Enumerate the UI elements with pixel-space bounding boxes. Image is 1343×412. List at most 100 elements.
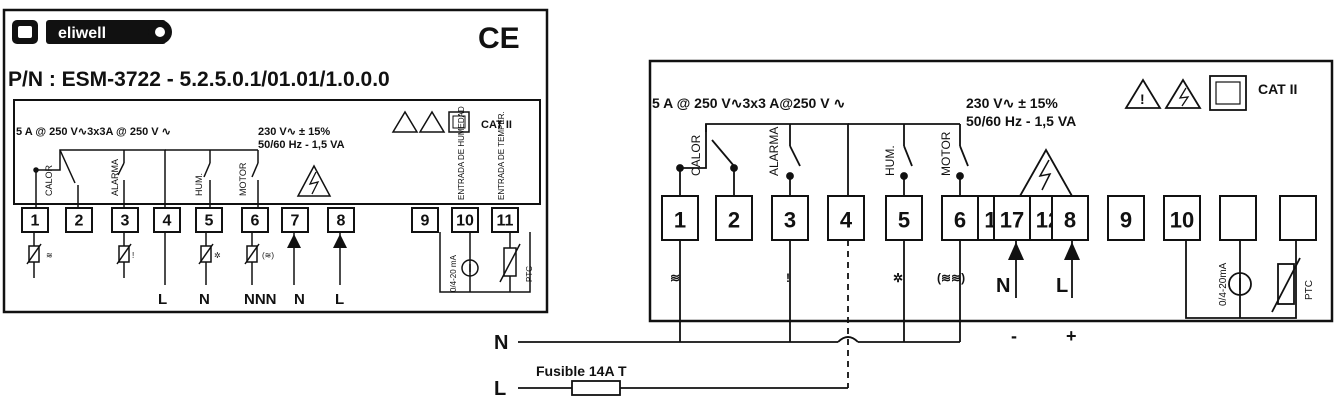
heat-load-icon: ≋ — [670, 271, 680, 285]
right-polarity-minus: - — [1011, 326, 1017, 346]
left-sensor-wiring — [439, 232, 531, 293]
left-input-label-temper: ENTRADA DE TEMPER. — [497, 111, 506, 200]
left-terminal-9: 9 — [411, 207, 439, 233]
left-high-voltage-icon — [296, 164, 332, 197]
right-relay-wiring — [676, 123, 969, 196]
right-terminal-1: 1 — [661, 195, 699, 241]
hazard-triangle-icon — [1164, 78, 1202, 109]
alarm-load-icon: ! — [132, 251, 134, 260]
brand-logo: eliwell — [12, 20, 172, 44]
line-crossover — [837, 336, 859, 343]
alarm-load-icon: ! — [786, 271, 790, 285]
right-terminal-number: 6 — [954, 208, 966, 233]
left-terminal-number: 7 — [291, 212, 300, 229]
ce-mark: CE — [478, 22, 520, 55]
right-wiring-diagram: 5 A @ 250 V∿3x3 A@250 V ∿ 230 V∿ ± 15% 5… — [648, 59, 1334, 388]
left-relay-label-alarma: ALARMA — [110, 159, 120, 196]
left-power-voltage: 230 V∿ ± 15% — [258, 126, 330, 138]
left-terminal-number: 9 — [421, 212, 430, 229]
left-terminal-8: 8 — [327, 207, 355, 233]
right-terminal-number: 2 — [728, 208, 740, 233]
left-bottom-label-l2: L — [335, 291, 344, 308]
left-bottom-label-l1: L — [158, 291, 167, 308]
warning-triangle-icon — [391, 110, 419, 133]
left-terminal-4: 4 — [153, 207, 181, 233]
right-warning-icons: ! — [1124, 75, 1247, 111]
double-insulation-icon — [1209, 75, 1247, 111]
arrow-up-icon — [333, 234, 347, 248]
right-high-voltage-icon — [1018, 148, 1074, 197]
right-supply-label-n: N — [996, 275, 1010, 297]
right-outer-frame — [648, 59, 1334, 323]
right-terminal-17: 17 — [993, 195, 1031, 241]
right-terminal-5: 5 — [885, 195, 923, 241]
brand-name: eliwell — [58, 25, 106, 42]
left-terminal-number: 1 — [31, 212, 40, 229]
right-terminal-2: 2 — [715, 195, 753, 241]
left-warning-icons — [391, 110, 470, 133]
right-terminal-strip: 1234561117128910 — [661, 195, 1317, 241]
left-relay-label-calor: CALOR — [44, 164, 54, 196]
right-relay-label-calor: CALOR — [689, 134, 703, 176]
left-terminal-7: 7 — [281, 207, 309, 233]
mains-label-l: L — [494, 378, 506, 400]
left-outer-frame — [2, 8, 549, 314]
right-terminal-6: 6 — [941, 195, 979, 241]
left-inner-frame — [13, 99, 541, 205]
mains-supply: N L Fusible 14A T — [494, 332, 960, 400]
right-relay-label-alarma: ALARMA — [767, 127, 781, 176]
fuse-symbol — [571, 380, 621, 396]
right-relay-label-hum: HUM. — [883, 145, 897, 176]
right-terminal-10: 10 — [1163, 195, 1201, 241]
left-relay-label-motor: MOTOR — [238, 162, 248, 196]
left-terminal-10: 10 — [451, 207, 479, 233]
warning-triangle-icon — [1124, 78, 1162, 109]
right-sensor-ptc-label: PTC — [1304, 280, 1315, 300]
right-terminal-number: 5 — [898, 208, 910, 233]
left-load-wiring — [26, 232, 341, 285]
left-cat-label: CAT II — [481, 119, 512, 131]
right-load-symbols: ≋ ! ✲ (≋≋) — [670, 271, 965, 285]
left-input-label-humedad: ENTRADA DE HUMEDAD — [457, 106, 466, 200]
left-sensor-ptc-label: PTC — [525, 266, 534, 282]
right-terminal-number: 3 — [784, 208, 796, 233]
right-terminal-number: 17 — [1000, 208, 1024, 233]
humidity-load-icon: ✲ — [893, 271, 903, 285]
double-insulation-icon — [448, 111, 470, 133]
right-relay-rating: 5 A @ 250 V∿3x3 A@250 V ∿ — [652, 95, 845, 111]
left-terminal-number: 2 — [75, 212, 84, 229]
left-bottom-label-nnn: NNN — [244, 291, 277, 308]
right-terminal-number: 1 — [674, 208, 686, 233]
left-terminal-5: 5 — [195, 207, 223, 233]
right-terminal-4: 4 — [827, 195, 865, 241]
left-terminal-6: 6 — [241, 207, 269, 233]
left-relay-rating: 5 A @ 250 V∿3x3A @ 250 V ∿ — [16, 126, 171, 138]
left-terminal-number: 3 — [121, 212, 130, 229]
right-relay-label-motor: MOTOR — [939, 131, 953, 176]
right-sensor-ma-label: 0/4-20mA — [1218, 262, 1229, 306]
right-terminal-blank — [1219, 195, 1257, 241]
mains-label-n: N — [494, 332, 508, 354]
left-terminal-number: 8 — [337, 212, 346, 229]
heat-load-icon: ≋ — [46, 251, 53, 260]
part-number: P/N : ESM-3722 - 5.2.5.0.1/01.01/1.0.0.0 — [8, 68, 390, 91]
right-terminal-8: 8 — [1051, 195, 1089, 241]
left-label-panel: eliwell CE P/N : ESM-3722 - 5.2.5.0.1/01… — [2, 8, 549, 314]
left-bottom-labels: L N NNN N L — [158, 291, 344, 308]
left-terminal-number: 11 — [497, 212, 514, 229]
left-sensor-ma-label: 0/4-20 mA — [449, 254, 458, 292]
svg-text:!: ! — [1140, 91, 1145, 107]
right-terminal-number: 10 — [1170, 208, 1194, 233]
right-supply-label-l: L — [1056, 275, 1068, 297]
right-power-voltage: 230 V∿ ± 15% — [966, 95, 1058, 111]
right-terminal-9: 9 — [1107, 195, 1145, 241]
right-terminal-number: 9 — [1120, 208, 1132, 233]
left-terminal-2: 2 — [65, 207, 93, 233]
fuse-label: Fusible 14A T — [536, 363, 627, 379]
left-power-freq: 50/60 Hz - 1,5 VA — [258, 139, 345, 151]
left-terminal-number: 6 — [251, 212, 260, 229]
left-relay-label-hum: HUM. — [194, 173, 204, 196]
right-polarity-plus: + — [1066, 326, 1077, 346]
